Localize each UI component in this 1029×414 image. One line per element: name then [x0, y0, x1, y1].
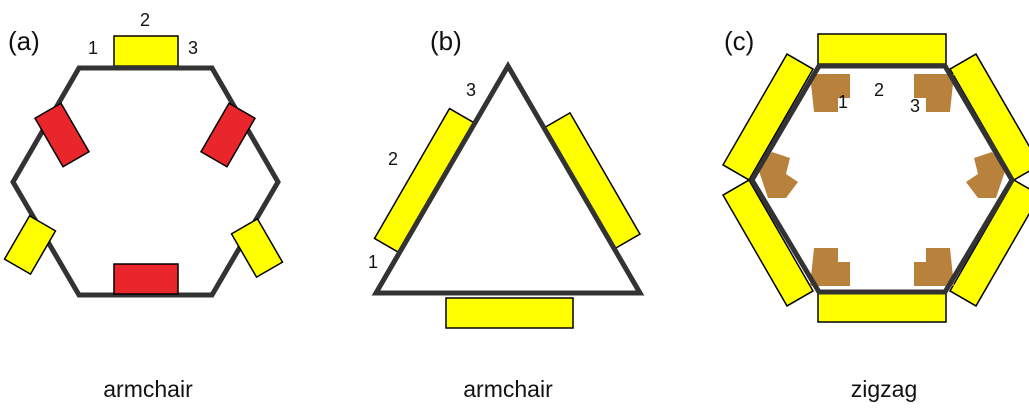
notch-top-left	[810, 74, 850, 112]
bottom-edge-block	[113, 263, 179, 295]
hexagon-outline	[10, 65, 281, 298]
site-label-3: 3	[910, 96, 920, 116]
zigzag-notches	[758, 74, 1006, 286]
site-label-1: 1	[368, 252, 378, 272]
site-label-1: 1	[838, 92, 848, 112]
top-edge-block	[817, 33, 947, 65]
panel-caption: zigzag	[851, 376, 917, 402]
site-label-3: 3	[188, 38, 198, 58]
panel-c: (c) 1 2 3 zigzag	[721, 26, 1029, 402]
site-label-2: 2	[388, 149, 398, 169]
panel-letter: (c)	[724, 26, 754, 56]
notch-top-right	[914, 74, 954, 112]
lower-right-edge-block	[948, 179, 1029, 307]
notch-bottom-left	[810, 248, 850, 286]
lower-right-edge-block	[230, 217, 284, 279]
hexagon-fill	[752, 66, 1012, 292]
notch-left	[758, 152, 798, 198]
upper-left-edge-block	[33, 102, 91, 168]
notch-bottom-right	[914, 248, 954, 286]
lower-left-edge-block	[3, 214, 57, 276]
hexagon-outline	[749, 63, 1015, 295]
panel-caption: armchair	[103, 376, 193, 402]
site-label-1: 1	[88, 38, 98, 58]
panel-letter: (b)	[430, 26, 462, 56]
panel-caption: armchair	[463, 376, 553, 402]
lower-left-edge-block	[721, 179, 815, 307]
site-label-2: 2	[874, 80, 884, 100]
triangle-outline	[371, 61, 645, 296]
panel-letter: (a)	[8, 26, 40, 56]
top-edge-block	[113, 35, 179, 67]
upper-left-edge-block	[721, 53, 815, 181]
site-label-2: 2	[140, 10, 150, 30]
panel-b: (b) 1 2 3 armchair	[368, 26, 645, 402]
bottom-edge-block	[817, 291, 947, 323]
bottom-edge-block	[445, 297, 574, 329]
upper-right-edge-block	[199, 102, 257, 168]
notch-right	[966, 152, 1006, 198]
site-label-3: 3	[466, 80, 476, 100]
panel-a: (a) 1 2 3 armchair	[3, 10, 284, 402]
